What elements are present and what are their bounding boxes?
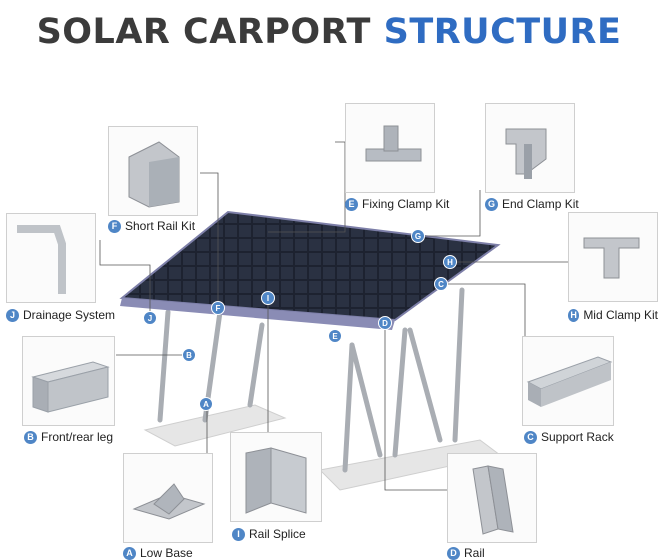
- label-end-clamp-kit: G End Clamp Kit: [485, 197, 579, 211]
- title-part-1: SOLAR CARPORT: [36, 12, 371, 52]
- label-short-rail-kit-text: Short Rail Kit: [125, 219, 196, 233]
- marker-g: G: [411, 229, 425, 243]
- low-base-box: [123, 453, 213, 543]
- rail-splice-icon: [245, 447, 307, 514]
- label-support-rack: C Support Rack: [524, 430, 614, 444]
- badge-i: I: [232, 527, 245, 541]
- support-rack-box: [522, 336, 614, 426]
- marker-a: A: [199, 397, 213, 411]
- label-rail: D Rail: [447, 546, 485, 560]
- label-front-rear-leg-text: Front/rear leg: [41, 430, 114, 444]
- label-drainage-system: J Drainage System: [6, 308, 115, 322]
- marker-i: I: [261, 291, 275, 305]
- label-front-rear-leg: B Front/rear leg: [24, 430, 113, 444]
- badge-c: C: [524, 430, 537, 444]
- label-drainage-system-text: Drainage System: [23, 308, 116, 322]
- marker-f: F: [211, 301, 225, 315]
- label-end-clamp-kit-text: End Clamp Kit: [502, 197, 579, 211]
- label-support-rack-text: Support Rack: [541, 430, 614, 444]
- rail-box: [447, 453, 537, 543]
- label-rail-text: Rail: [464, 546, 485, 560]
- support-rack-icon: [526, 356, 613, 407]
- badge-h: H: [568, 308, 580, 322]
- low-base-icon: [132, 483, 206, 520]
- end-clamp-kit-box: [485, 103, 575, 193]
- badge-j: J: [6, 308, 19, 322]
- diagram-title: SOLAR CARPORT STRUCTURE: [0, 12, 658, 52]
- marker-h: H: [443, 255, 457, 269]
- label-rail-splice: I Rail Splice: [232, 527, 306, 541]
- badge-d: D: [447, 546, 460, 560]
- front-rear-leg-box: [22, 336, 115, 426]
- label-rail-splice-text: Rail Splice: [249, 527, 306, 541]
- end-clamp-kit-icon: [505, 128, 547, 179]
- label-mid-clamp-kit-text: Mid Clamp Kit: [583, 308, 658, 322]
- badge-g: G: [485, 197, 498, 211]
- rail-splice-box: [230, 432, 322, 522]
- title-part-2: STRUCTURE: [383, 12, 622, 52]
- marker-e: E: [328, 329, 342, 343]
- label-low-base: A Low Base: [123, 546, 193, 560]
- marker-d: D: [378, 316, 392, 330]
- drainage-system-box: [6, 213, 96, 303]
- fixing-clamp-kit-icon: [365, 125, 422, 162]
- mid-clamp-kit-icon: [583, 237, 640, 279]
- badge-e: E: [345, 197, 358, 211]
- badge-a: A: [123, 546, 136, 560]
- marker-j: J: [143, 311, 157, 325]
- drainage-system-icon: [17, 225, 66, 294]
- label-short-rail-kit: F Short Rail Kit: [108, 219, 195, 233]
- marker-b: B: [182, 348, 196, 362]
- label-low-base-text: Low Base: [140, 546, 193, 560]
- mid-clamp-kit-box: [568, 212, 658, 302]
- fixing-clamp-kit-box: [345, 103, 435, 193]
- marker-c: C: [434, 277, 448, 291]
- label-fixing-clamp-kit: E Fixing Clamp Kit: [345, 197, 449, 211]
- short-rail-kit-icon: [128, 141, 180, 208]
- front-rear-leg-icon: [31, 361, 110, 413]
- badge-f: F: [108, 219, 121, 233]
- rail-icon: [472, 465, 514, 535]
- label-fixing-clamp-kit-text: Fixing Clamp Kit: [362, 197, 450, 211]
- badge-b: B: [24, 430, 37, 444]
- short-rail-kit-box: [108, 126, 198, 216]
